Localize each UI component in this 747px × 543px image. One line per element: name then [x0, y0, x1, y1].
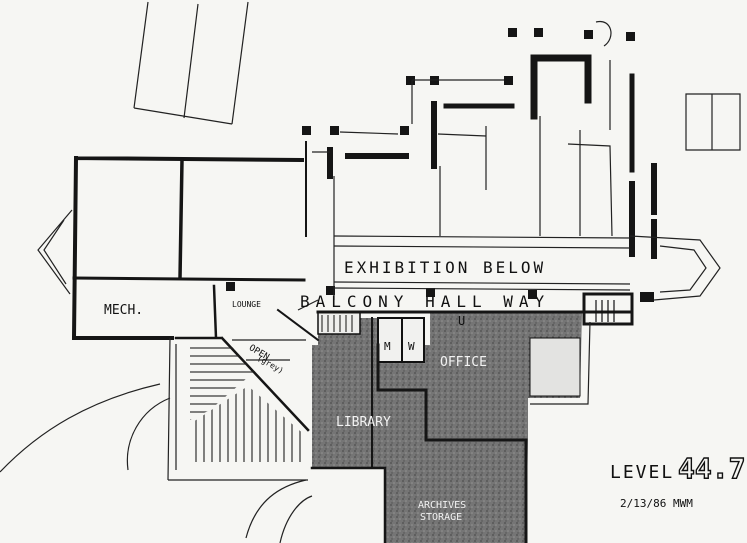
east-stair	[595, 300, 615, 322]
storage-label: STORAGE	[420, 512, 463, 523]
lounge-label: LOUNGE	[232, 300, 261, 309]
level-value: 44.7	[677, 451, 746, 485]
exhibition-label: EXHIBITION BELOW	[344, 258, 547, 277]
level-label: LEVEL	[610, 462, 675, 483]
date-signature: 2/13/86 MWM	[620, 497, 693, 510]
building-walls	[71, 54, 657, 543]
archives-label: ARCHIVES	[418, 500, 467, 511]
women-room-label: W	[408, 340, 415, 353]
balcony-label: BALCONY HALL WAY	[300, 292, 551, 311]
mech-label: MECH.	[104, 303, 144, 318]
library-label: LIBRARY	[336, 415, 391, 430]
office-label: OFFICE	[440, 355, 487, 370]
open-stair-area	[190, 342, 306, 462]
men-room-label: M	[384, 340, 391, 353]
lav-label: U	[458, 314, 466, 328]
